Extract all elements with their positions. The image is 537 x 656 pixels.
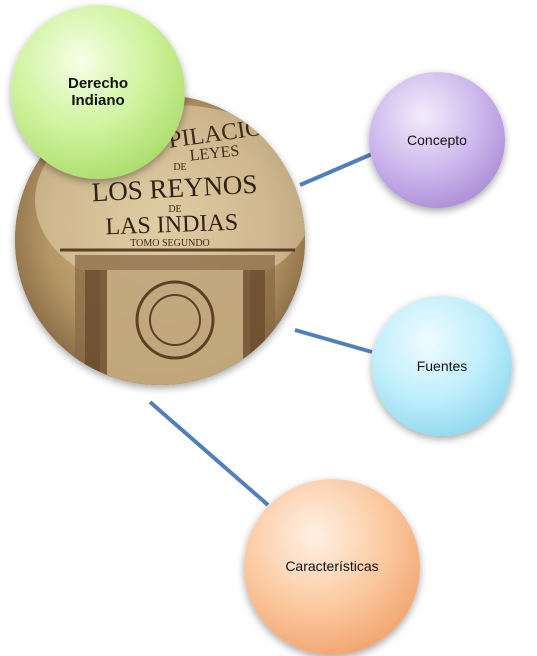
concepto-node[interactable] bbox=[369, 72, 505, 208]
cover-text-line-7: TOMO SEGUNDO bbox=[130, 238, 210, 249]
title-node-label: Derecho Indiano bbox=[67, 75, 129, 109]
cover-text-line-6: LAS INDIAS bbox=[105, 210, 238, 241]
cover-text-line-2: LEYES bbox=[189, 142, 240, 164]
title-node[interactable] bbox=[11, 5, 185, 179]
book-cover-image: PILACION LEYES DE LOS REYNOS DE LAS INDI… bbox=[15, 95, 305, 385]
fuentes-label: Fuentes bbox=[416, 357, 468, 374]
cover-text-line-3: DE bbox=[173, 162, 186, 173]
caracteristicas-label: Características bbox=[285, 557, 379, 574]
connector-concepto bbox=[299, 152, 373, 187]
connector-fuentes bbox=[294, 328, 373, 354]
connector-caracteristicas bbox=[148, 400, 270, 507]
cover-text-line-5: DE bbox=[168, 204, 181, 215]
concepto-label: Concepto bbox=[407, 131, 467, 148]
caracteristicas-node[interactable] bbox=[244, 479, 420, 655]
fuentes-node[interactable] bbox=[372, 296, 512, 436]
